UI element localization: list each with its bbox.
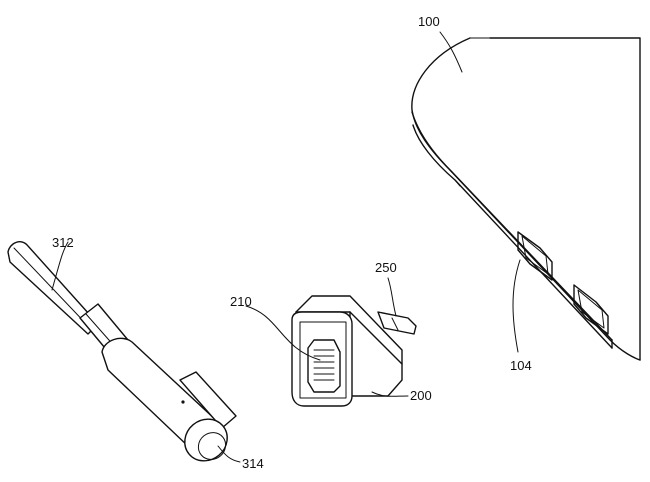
label-adapter-plug: 250: [375, 260, 397, 275]
leader-210: [245, 305, 321, 361]
laptop-port-upper: [517, 231, 553, 281]
laptop-device: [411, 37, 641, 361]
label-laptop-port: 104: [510, 358, 532, 373]
connector-tip: [184, 418, 228, 462]
leader-312: [51, 241, 69, 291]
cable-assembly: [7, 241, 237, 462]
leader-100: [439, 31, 463, 73]
leader-250: [387, 277, 397, 317]
adapter-plug: [377, 311, 417, 335]
receptacle-pins: [313, 349, 335, 381]
label-cable: 312: [52, 235, 74, 250]
leader-104: [512, 259, 521, 353]
laptop-port-lower: [573, 284, 609, 335]
label-laptop: 100: [418, 14, 440, 29]
label-adapter: 200: [410, 388, 432, 403]
leader-200: [371, 391, 409, 397]
leader-314: [217, 445, 241, 463]
label-adapter-receptacle: 210: [230, 294, 252, 309]
adapter-receptacle: [307, 339, 341, 393]
adapter-device: [291, 295, 417, 407]
label-connector: 314: [242, 456, 264, 471]
